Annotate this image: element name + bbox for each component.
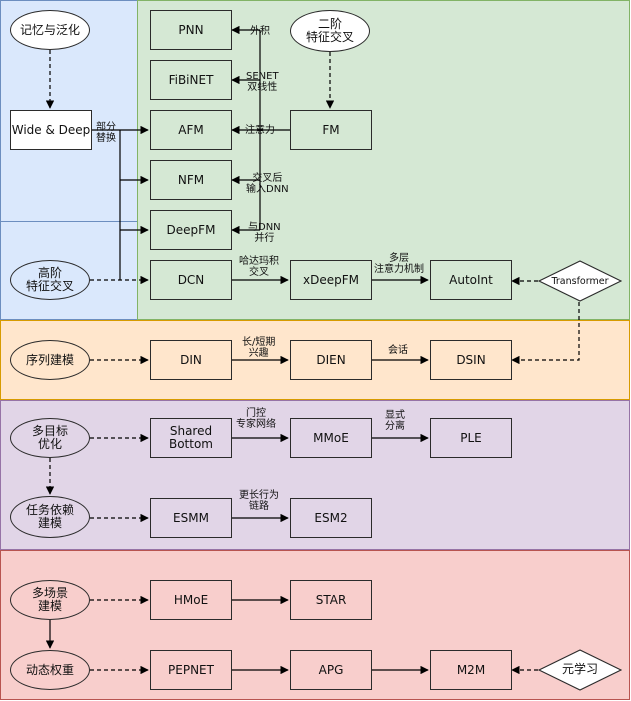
node-multi-scene[interactable]: 多场景 建模 bbox=[10, 580, 90, 620]
label-partial-replace: 部分 替换 bbox=[96, 122, 116, 144]
label-longer-path: 更长行为 链路 bbox=[239, 490, 279, 512]
node-nfm[interactable]: NFM bbox=[150, 160, 232, 200]
node-transformer-label: Transformer bbox=[551, 276, 609, 287]
label-hadamard: 哈达玛积 交叉 bbox=[239, 256, 279, 278]
label-parallel-dnn: 与DNN 并行 bbox=[248, 222, 281, 244]
node-din[interactable]: DIN bbox=[150, 340, 232, 380]
node-esmm[interactable]: ESMM bbox=[150, 498, 232, 538]
node-meta-learning-shape[interactable] bbox=[538, 649, 622, 691]
node-afm[interactable]: AFM bbox=[150, 110, 232, 150]
node-meta-learning-label: 元学习 bbox=[561, 662, 598, 676]
node-ple[interactable]: PLE bbox=[430, 418, 512, 458]
node-apg[interactable]: APG bbox=[290, 650, 372, 690]
node-transformer-shape[interactable] bbox=[538, 260, 622, 302]
node-sequence-modeling[interactable]: 序列建模 bbox=[10, 340, 90, 380]
node-esm2[interactable]: ESM2 bbox=[290, 498, 372, 538]
label-senet: SENET 双线性 bbox=[246, 71, 279, 93]
node-task-dependency[interactable]: 任务依赖 建模 bbox=[10, 496, 90, 538]
node-wide-deep[interactable]: Wide & Deep bbox=[10, 110, 92, 150]
node-high-order-cross[interactable]: 高阶 特征交叉 bbox=[10, 260, 90, 300]
label-outer-product: 外积 bbox=[250, 26, 270, 37]
label-session: 会话 bbox=[388, 345, 408, 356]
node-fm[interactable]: FM bbox=[290, 110, 372, 150]
node-fibinet[interactable]: FiBiNET bbox=[150, 60, 232, 100]
node-dynamic-weight[interactable]: 动态权重 bbox=[10, 650, 90, 690]
label-gated-expert: 门控 专家网络 bbox=[236, 408, 276, 430]
node-dcn[interactable]: DCN bbox=[150, 260, 232, 300]
label-cross-dnn: 交叉后 输入DNN bbox=[246, 173, 289, 195]
node-mmoe[interactable]: MMoE bbox=[290, 418, 372, 458]
node-hmoe[interactable]: HMoE bbox=[150, 580, 232, 620]
node-pepnet[interactable]: PEPNET bbox=[150, 650, 232, 690]
node-memory-generalization[interactable]: 记忆与泛化 bbox=[10, 10, 90, 50]
node-multi-task[interactable]: 多目标 优化 bbox=[10, 418, 90, 458]
node-xdeepfm[interactable]: xDeepFM bbox=[290, 260, 372, 300]
node-star[interactable]: STAR bbox=[290, 580, 372, 620]
node-deepfm[interactable]: DeepFM bbox=[150, 210, 232, 250]
node-autoint[interactable]: AutoInt bbox=[430, 260, 512, 300]
node-dien[interactable]: DIEN bbox=[290, 340, 372, 380]
node-shared-bottom[interactable]: Shared Bottom bbox=[150, 418, 232, 458]
label-explicit-sep: 显式 分离 bbox=[385, 410, 405, 432]
node-dsin[interactable]: DSIN bbox=[430, 340, 512, 380]
node-pnn[interactable]: PNN bbox=[150, 10, 232, 50]
node-second-order-cross[interactable]: 二阶 特征交叉 bbox=[290, 10, 370, 52]
label-multi-attention: 多层 注意力机制 bbox=[374, 253, 424, 275]
label-attention: 注意力 bbox=[245, 125, 275, 136]
node-m2m[interactable]: M2M bbox=[430, 650, 512, 690]
label-long-short: 长/短期 兴趣 bbox=[242, 337, 276, 359]
edge-transformer-dsin bbox=[511, 302, 580, 365]
